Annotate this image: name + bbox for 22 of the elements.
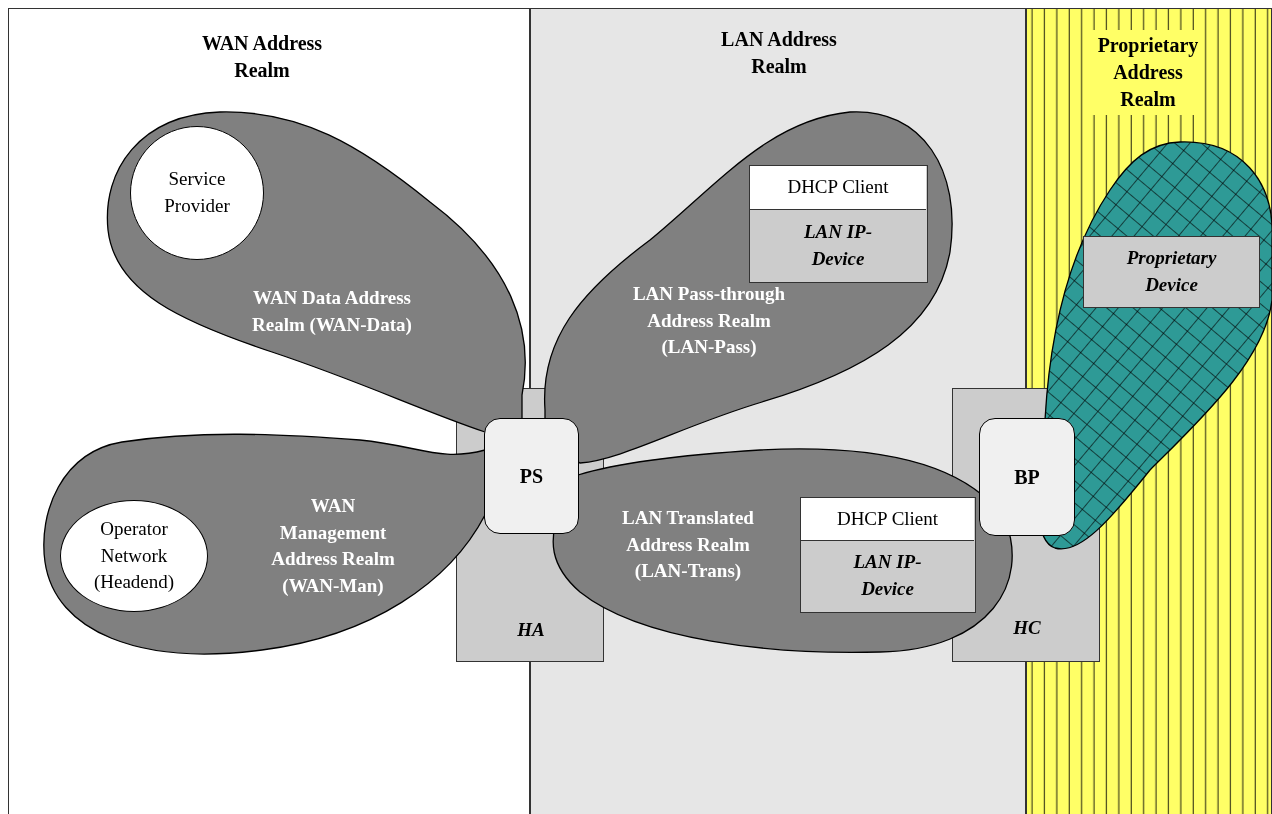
hub-label: HA — [516, 618, 546, 642]
realm-heading: LAN Address Realm — [720, 27, 838, 79]
realm-label: WAN Management Address Realm (WAN-Man) — [270, 494, 396, 598]
realm-label: LAN Translated Address Realm (LAN-Trans) — [621, 506, 755, 584]
hub-label: HC — [1012, 616, 1042, 640]
device-box — [800, 497, 976, 613]
gateway-label: PS — [518, 464, 545, 489]
realm-label: WAN Data Address Realm (WAN-Data) — [251, 286, 413, 337]
device-label: LAN IP-Device — [802, 219, 874, 271]
device-box — [1083, 236, 1260, 308]
network-label: Operator Network (Headend) — [92, 517, 176, 595]
device-box — [749, 165, 928, 283]
device-label: LAN IP-Device — [852, 550, 923, 601]
gateway-box — [484, 418, 579, 534]
realm-label: LAN Pass-through Address Realm (LAN-Pass) — [631, 282, 787, 360]
gateway-label: BP — [1013, 465, 1041, 490]
client-label: DHCP Client — [801, 498, 974, 541]
network-label: Service Provider — [163, 167, 231, 218]
realm-heading: WAN Address Realm — [200, 31, 324, 83]
device-label: Proprietary Device — [1125, 246, 1218, 297]
client-label: DHCP Client — [750, 166, 926, 210]
gateway-box — [979, 418, 1075, 536]
